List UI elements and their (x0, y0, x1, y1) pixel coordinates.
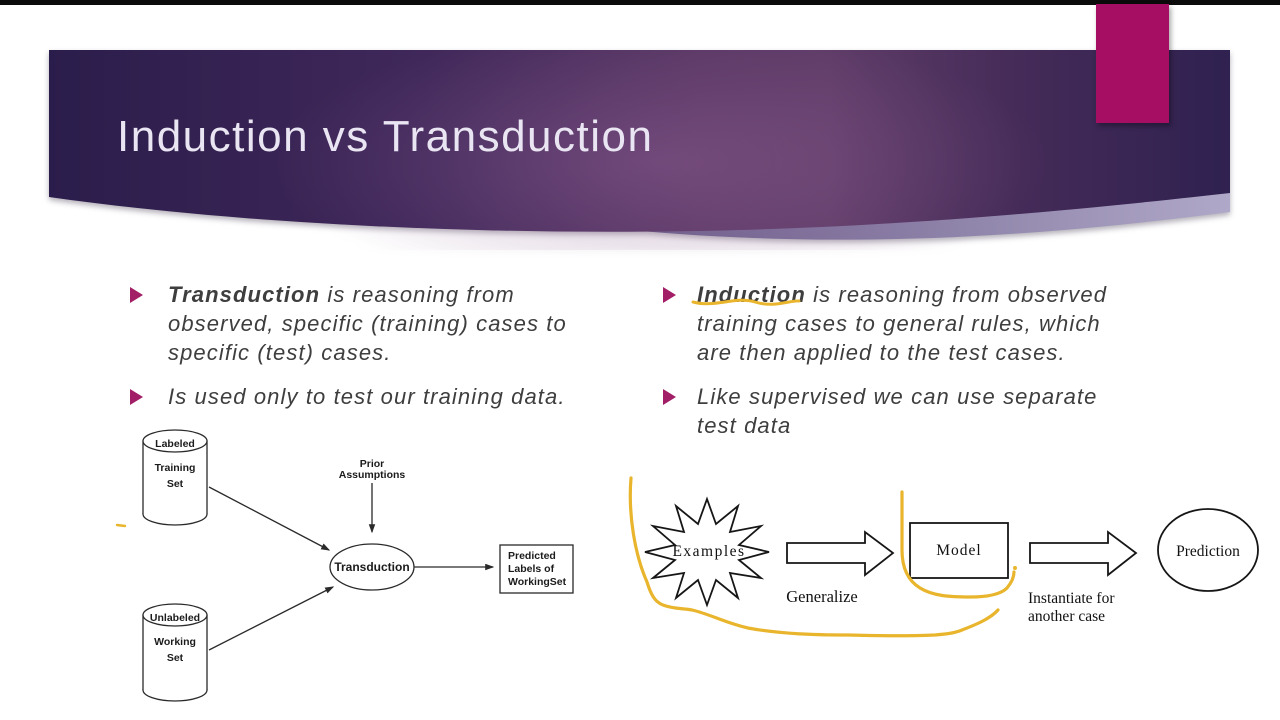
bullet-marker-icon (663, 389, 676, 405)
prediction-label: Prediction (1176, 543, 1240, 560)
arrow-training-to-transduction (208, 486, 331, 551)
bullet-line: observed, specific (training) cases to (168, 311, 567, 336)
bullet-marker-icon (130, 287, 143, 303)
cylinder-label: Working (154, 636, 196, 648)
bullet-line: Like supervised we can use separate (697, 384, 1098, 409)
bullet-marker-icon (663, 287, 676, 303)
prior-assumptions-label: Assumptions (339, 469, 406, 481)
model-label: Model (936, 542, 981, 559)
instantiate-arrow (1029, 530, 1138, 577)
cylinder-label: Set (167, 652, 184, 664)
examples-starburst (644, 496, 770, 608)
unlabeled-working-set-cylinder: Unlabeled Working Set (142, 603, 208, 702)
slide-title: Induction vs Transduction (117, 112, 654, 161)
instantiate-label: Instantiate for (1028, 590, 1115, 607)
banner-glow (269, 50, 1049, 250)
pen-curve-examples (628, 476, 1000, 638)
bullet-induction: Induction is reasoning from observed tra… (661, 280, 1131, 367)
letterbox-bar (0, 0, 1280, 5)
output-box-label: WorkingSet (508, 576, 567, 588)
arrow-working-to-transduction (208, 586, 335, 651)
left-column: Transduction is reasoning from observed,… (128, 280, 598, 411)
pen-dot (1013, 566, 1017, 570)
right-column: Induction is reasoning from observed tra… (661, 280, 1131, 440)
cylinder-label: Set (167, 478, 184, 490)
bullet-line: specific (test) cases. (168, 340, 392, 365)
transduction-diagram: Labeled Training Set Unlabeled Working S… (115, 429, 574, 702)
model-box (909, 522, 1009, 579)
transduction-node-label: Transduction (334, 560, 409, 574)
cylinder-label: Unlabeled (150, 612, 200, 624)
output-box-label: Predicted (508, 550, 556, 562)
pen-underline-induction (691, 298, 801, 306)
title-banner (49, 50, 1230, 250)
pen-stray-mark (115, 523, 127, 528)
bullet-line: training cases to general rules, which (697, 311, 1101, 336)
pen-curve-model (900, 490, 1016, 599)
bullet-line: Is used only to test our training data. (168, 384, 566, 409)
generalize-label: Generalize (786, 587, 857, 606)
cylinder-label: Labeled (155, 438, 195, 450)
bullet-line: test data (697, 413, 792, 438)
bullet-transduction: Transduction is reasoning from observed,… (128, 280, 598, 367)
bullet-separate-test-data: Like supervised we can use separate test… (661, 382, 1131, 440)
prediction-circle (1157, 508, 1259, 592)
instantiate-label: another case (1028, 608, 1105, 625)
bullet-test-only: Is used only to test our training data. (128, 382, 598, 411)
term-transduction: Transduction (168, 282, 321, 307)
output-box-label: Labels of (508, 563, 555, 575)
predicted-labels-box (499, 544, 574, 594)
induction-diagram: Examples Generalize Model Instantiate fo… (628, 476, 1259, 638)
prior-assumptions-label: Prior (360, 458, 385, 470)
cylinder-label: Training (155, 462, 196, 474)
bullet-line: Transduction is reasoning from (168, 282, 515, 307)
generalize-arrow (786, 530, 895, 577)
labeled-training-set-cylinder: Labeled Training Set (142, 429, 208, 526)
examples-label: Examples (672, 543, 745, 560)
accent-rectangle (1096, 4, 1169, 123)
bullet-line: are then applied to the test cases. (697, 340, 1066, 365)
bullet-marker-icon (130, 389, 143, 405)
